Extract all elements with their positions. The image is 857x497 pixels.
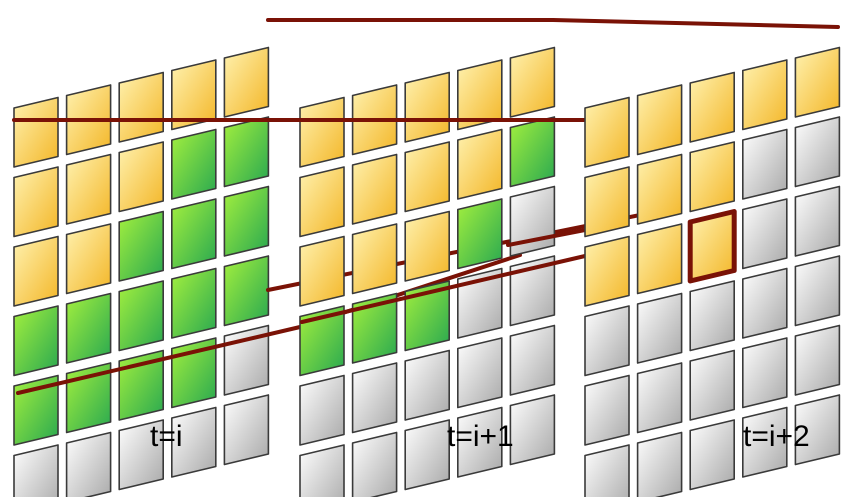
cell-yellow: [65, 223, 112, 295]
cell-green: [509, 116, 556, 188]
cell-gray: [509, 255, 556, 327]
cell-gray: [584, 305, 630, 377]
cell-gray: [404, 349, 451, 421]
cell-green: [404, 280, 451, 352]
frame-label-t-i: t=i: [150, 420, 183, 453]
cell-gray: [636, 292, 683, 364]
cell-yellow: [689, 71, 736, 143]
cell-yellow: [741, 59, 788, 131]
cell-gray: [741, 267, 788, 339]
cell-gray: [689, 419, 736, 491]
cell-gray: [456, 406, 503, 478]
cell-yellow: [584, 235, 630, 307]
cell-gray: [794, 116, 841, 188]
cell-gray: [299, 444, 345, 497]
frame-t-i-plus-2: [584, 46, 841, 497]
cell-gray: [741, 337, 788, 409]
cell-gray: [509, 394, 556, 466]
cell-gray: [636, 362, 683, 434]
cell-yellow: [636, 153, 683, 225]
cell-green: [223, 255, 270, 327]
frame-label-t-i-plus-1: t=i+1: [447, 420, 514, 453]
cell-green: [299, 305, 345, 377]
cell-green: [118, 280, 164, 352]
cell-gray: [794, 255, 841, 327]
cell-gray: [13, 444, 59, 497]
cell-gray: [741, 406, 788, 478]
cell-yellow: [118, 141, 164, 213]
cell-yellow: [13, 235, 59, 307]
cell-green: [171, 128, 217, 200]
cell-yellow: [404, 71, 451, 143]
cell-green: [351, 292, 398, 364]
cell-yellow: [636, 223, 683, 295]
cell-yellow: [118, 71, 164, 143]
cell-gray: [223, 394, 270, 466]
cell-yellow: [299, 166, 345, 238]
cell-yellow: [65, 153, 112, 225]
connector-line-lower: [16, 325, 302, 395]
cell-gray: [509, 324, 556, 396]
cell-gray: [299, 374, 345, 446]
cell-yellow: [351, 153, 398, 225]
cell-gray: [689, 349, 736, 421]
connector-lines-back: [266, 18, 840, 29]
cell-gray: [584, 444, 630, 497]
cell-gray: [794, 324, 841, 396]
cell-yellow: [636, 84, 683, 156]
cell-gray: [404, 419, 451, 491]
cell-gray: [689, 280, 736, 352]
cell-gray: [456, 337, 503, 409]
cell-gray: [171, 406, 217, 478]
cell-green: [118, 210, 164, 282]
cell-yellow: [584, 166, 630, 238]
cell-green: [171, 267, 217, 339]
cell-yellow: [584, 96, 630, 168]
highlighted-cell: [687, 209, 737, 284]
cell-green: [171, 198, 217, 270]
frame-label-t-i-plus-2: t=i+2: [743, 420, 810, 453]
cell-green: [223, 116, 270, 188]
cell-yellow: [351, 223, 398, 295]
connector-line-lower-front: [300, 254, 587, 324]
cell-gray: [584, 374, 630, 446]
cell-green: [223, 185, 270, 257]
cell-gray: [65, 431, 112, 497]
frame-t-i: [13, 46, 270, 497]
cell-gray: [794, 185, 841, 257]
cell-gray: [351, 362, 398, 434]
connector-line-mid-front: [506, 228, 587, 247]
cell-yellow: [404, 210, 451, 282]
cell-yellow: [794, 46, 841, 118]
cell-gray: [741, 128, 788, 200]
connector-lines-front: [298, 118, 587, 324]
cell-yellow: [456, 128, 503, 200]
cell-green: [13, 305, 59, 377]
cell-gray: [509, 185, 556, 257]
cell-yellow: [13, 166, 59, 238]
cell-yellow: [13, 96, 59, 168]
cell-gray: [636, 431, 683, 497]
cell-yellow: [509, 46, 556, 118]
cell-gray: [118, 419, 164, 491]
cell-yellow: [223, 46, 270, 118]
cell-green: [65, 292, 112, 364]
cell-yellow: [299, 235, 345, 307]
cell-green: [456, 198, 503, 270]
cell-yellow: [404, 141, 451, 213]
cell-yellow: [299, 96, 345, 168]
cell-gray: [456, 267, 503, 339]
cell-gray: [351, 431, 398, 497]
frame-t-i-plus-1: [299, 46, 556, 497]
cell-yellow: [689, 141, 736, 213]
connector-line-top-right: [551, 18, 840, 29]
cell-gray: [741, 198, 788, 270]
cell-gray: [794, 394, 841, 466]
